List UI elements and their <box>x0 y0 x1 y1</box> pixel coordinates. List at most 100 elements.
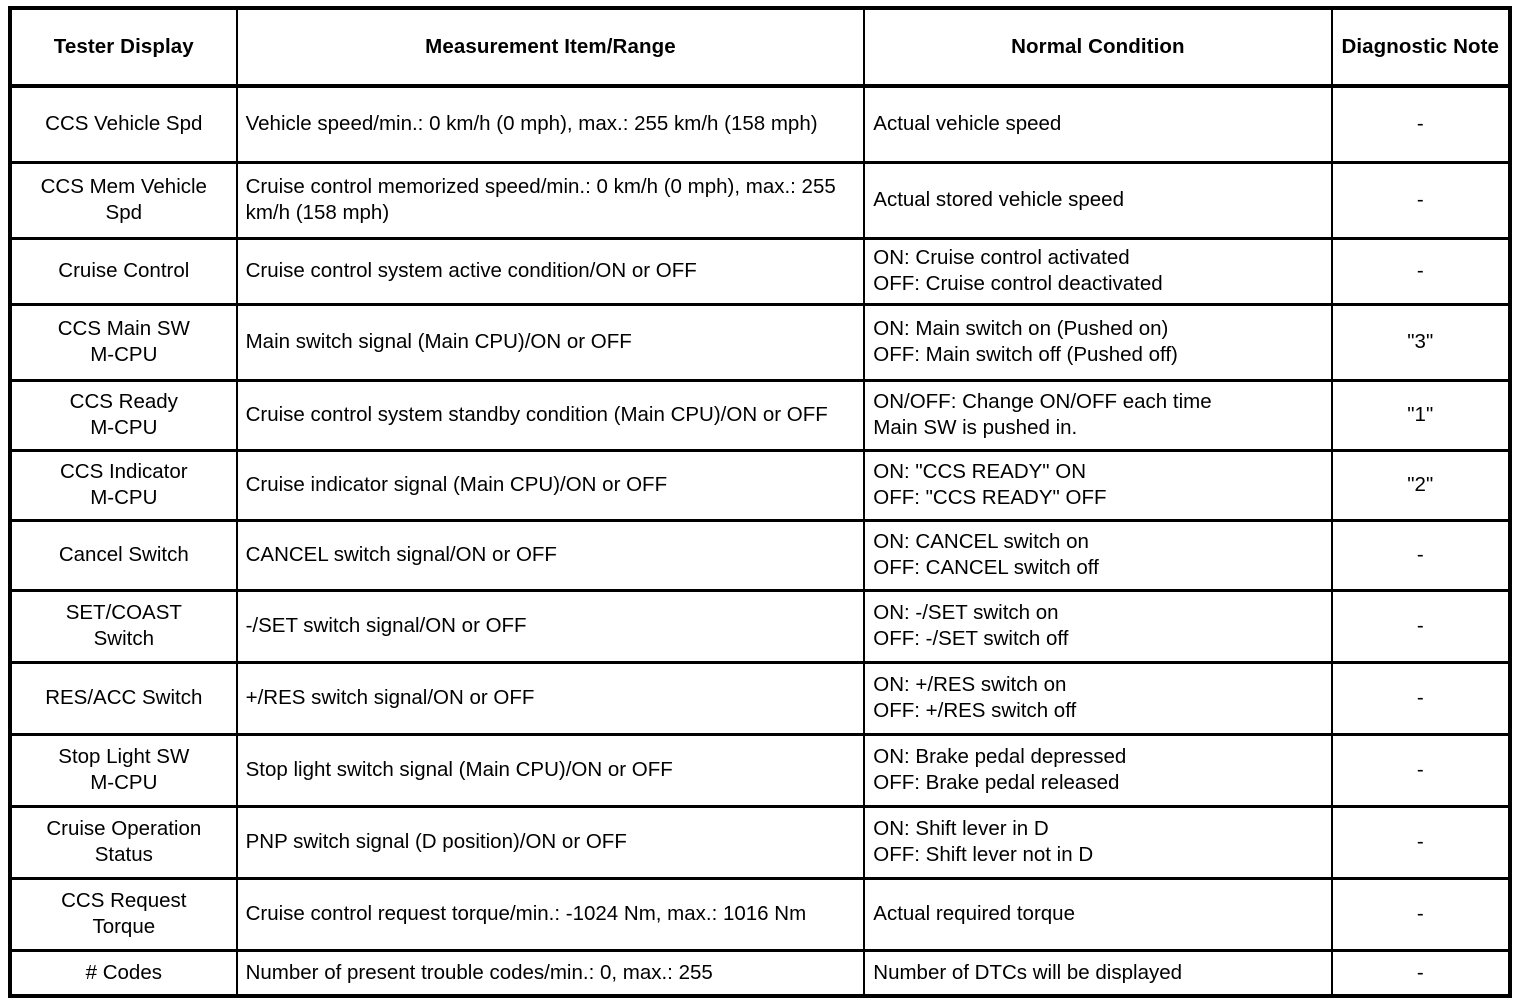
normal-condition-line2: OFF: +/RES switch off <box>873 699 1077 722</box>
tester-display-line1: CCS Indicator <box>59 459 188 483</box>
tester-display-line1: CCS Request <box>61 888 187 912</box>
cell-diagnostic-note: "1" <box>1330 378 1511 452</box>
tester-display-line1: Cruise Operation <box>46 816 202 840</box>
cell-normal-condition: Actual stored vehicle speed <box>863 160 1333 240</box>
normal-condition-line1: ON: -/SET switch on <box>873 600 1059 624</box>
cell-measurement-item-range: -/SET switch signal/ON or OFF <box>235 588 866 664</box>
tester-display-line1: CCS Mem Vehicle <box>40 174 207 198</box>
normal-condition-line1: Actual required torque <box>873 901 1075 925</box>
table-row: CCS Vehicle Spd Vehicle speed/min.: 0 km/… <box>9 84 1511 164</box>
cell-tester-display: RES/ACC Switch <box>9 660 238 736</box>
cell-measurement-item-range: Cruise control request torque/min.: -102… <box>235 876 866 952</box>
tester-display-line2: M-CPU <box>90 771 158 794</box>
normal-condition-line1: Number of DTCs will be displayed <box>873 960 1183 984</box>
tester-display-line2: Switch <box>93 627 154 650</box>
tester-display-line1: SET/COAST <box>65 600 182 624</box>
tester-display-line1: Cancel Switch <box>58 542 189 566</box>
tester-display-line2: Spd <box>105 201 143 224</box>
normal-condition-line2: OFF: Main switch off (Pushed off) <box>873 343 1178 366</box>
table-header: Tester Display Measurement Item/Range No… <box>9 6 1511 88</box>
cell-tester-display: CCS Vehicle Spd <box>9 84 238 164</box>
cell-measurement-item-range: Cruise control system active condition/O… <box>235 236 866 306</box>
normal-condition-line1: ON: Brake pedal depressed <box>873 744 1127 768</box>
tester-display-line1: CCS Ready <box>69 389 178 413</box>
cell-normal-condition: Number of DTCs will be displayed <box>863 948 1333 998</box>
cell-measurement-item-range: Number of present trouble codes/min.: 0,… <box>235 948 866 998</box>
header-row: Tester Display Measurement Item/Range No… <box>9 6 1511 88</box>
normal-condition-line1: ON: Cruise control activated <box>873 245 1130 269</box>
cell-measurement-item-range: Main switch signal (Main CPU)/ON or OFF <box>235 302 866 382</box>
tester-display-line2: Torque <box>92 915 156 938</box>
column-header-normal-condition: Normal Condition <box>863 6 1333 88</box>
column-header-diagnostic-note: Diagnostic Note <box>1330 6 1511 88</box>
normal-condition-line1: ON: "CCS READY" ON <box>873 459 1087 483</box>
cell-tester-display: # Codes <box>9 948 238 998</box>
cell-measurement-item-range: Vehicle speed/min.: 0 km/h (0 mph), max.… <box>235 84 866 164</box>
cell-diagnostic-note: - <box>1330 732 1511 808</box>
normal-condition-line2: OFF: CANCEL switch off <box>873 556 1099 579</box>
tester-display-table: Tester Display Measurement Item/Range No… <box>8 6 1512 998</box>
cell-tester-display: Stop Light SW M-CPU <box>9 732 238 808</box>
cell-measurement-item-range: Stop light switch signal (Main CPU)/ON o… <box>235 732 866 808</box>
tester-display-line1: Stop Light SW <box>58 744 190 768</box>
tester-display-line1: # Codes <box>85 960 162 984</box>
cell-measurement-item-range: PNP switch signal (D position)/ON or OFF <box>235 804 866 880</box>
cell-tester-display: Cancel Switch <box>9 518 238 592</box>
normal-condition-line1: ON: CANCEL switch on <box>873 529 1089 553</box>
cell-measurement-item-range: CANCEL switch signal/ON or OFF <box>235 518 866 592</box>
cell-diagnostic-note: "2" <box>1330 448 1511 522</box>
cell-normal-condition: ON: CANCEL switch on OFF: CANCEL switch o… <box>863 518 1333 592</box>
cell-normal-condition: Actual required torque <box>863 876 1333 952</box>
cell-diagnostic-note: - <box>1330 660 1511 736</box>
normal-condition-line2: OFF: Cruise control deactivated <box>873 272 1163 295</box>
column-header-tester-display: Tester Display <box>9 6 238 88</box>
cell-normal-condition: Actual vehicle speed <box>863 84 1333 164</box>
cell-measurement-item-range: Cruise control memorized speed/min.: 0 k… <box>235 160 866 240</box>
table-row: RES/ACC Switch +/RES switch signal/ON or … <box>9 660 1511 736</box>
cell-normal-condition: ON: +/RES switch on OFF: +/RES switch off <box>863 660 1333 736</box>
cell-diagnostic-note: - <box>1330 236 1511 306</box>
tester-display-line1: CCS Main SW <box>57 316 190 340</box>
table-row: Cancel Switch CANCEL switch signal/ON or … <box>9 518 1511 592</box>
table-row: Stop Light SW M-CPU Stop light switch sign… <box>9 732 1511 808</box>
cell-diagnostic-note: - <box>1330 84 1511 164</box>
cell-diagnostic-note: - <box>1330 518 1511 592</box>
normal-condition-line1: ON/OFF: Change ON/OFF each time <box>873 389 1212 413</box>
normal-condition-line1: ON: +/RES switch on <box>873 672 1067 696</box>
cell-normal-condition: ON: Main switch on (Pushed on)OFF: Main … <box>863 302 1333 382</box>
table-row: # Codes Number of present trouble codes/m… <box>9 948 1511 998</box>
tester-display-line2: Status <box>94 843 153 866</box>
cell-diagnostic-note: - <box>1330 804 1511 880</box>
cell-tester-display: SET/COAST Switch <box>9 588 238 664</box>
column-header-measurement-item-range: Measurement Item/Range <box>235 6 866 88</box>
cell-diagnostic-note: - <box>1330 876 1511 952</box>
cell-measurement-item-range: Cruise control system standby condition … <box>235 378 866 452</box>
column-header-diagnostic-note-line1: Diagnostic <box>1341 34 1448 58</box>
normal-condition-line2: OFF: -/SET switch off <box>873 627 1069 650</box>
column-header-diagnostic-note-line2: Note <box>1453 34 1500 58</box>
tester-display-line1: CCS Vehicle Spd <box>45 112 203 136</box>
cell-diagnostic-note: - <box>1330 588 1511 664</box>
tester-display-line2: M-CPU <box>90 486 158 509</box>
cell-measurement-item-range: +/RES switch signal/ON or OFF <box>235 660 866 736</box>
tester-display-line1: RES/ACC Switch <box>45 685 203 709</box>
tester-display-line1: Cruise Control <box>58 258 190 282</box>
normal-condition-line2: Main SW is pushed in. <box>873 416 1078 439</box>
cell-diagnostic-note: "3" <box>1330 302 1511 382</box>
table-row: SET/COAST Switch -/SET switch signal/ON or… <box>9 588 1511 664</box>
cell-measurement-item-range: Cruise indicator signal (Main CPU)/ON or… <box>235 448 866 522</box>
